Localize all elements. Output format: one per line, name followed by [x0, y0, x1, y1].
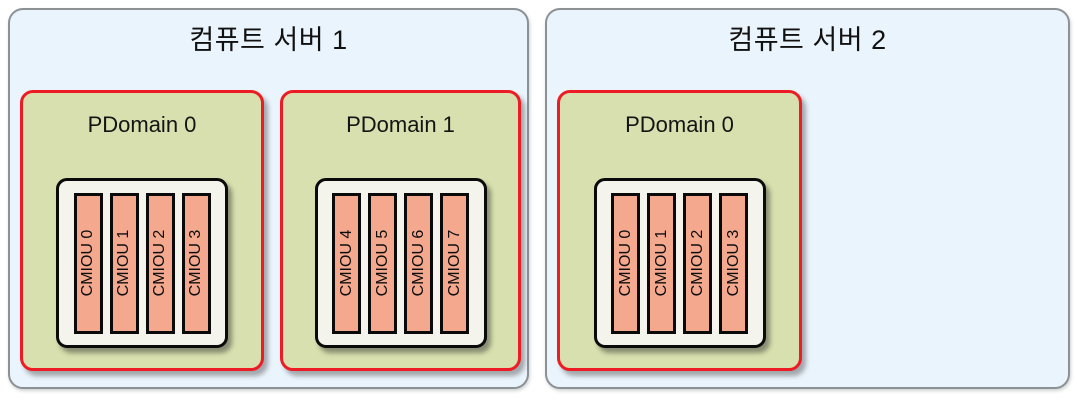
cmiou-label: CMIOU 1	[652, 229, 670, 297]
cmiou-module: CMIOU 1	[647, 192, 676, 334]
pdomain-server1-0: PDomain 0 CMIOU 0 CMIOU 1 CMIOU 2 CMIOU …	[20, 90, 264, 371]
pdomain-server1-0-title: PDomain 0	[87, 112, 197, 137]
cmiou-module: CMIOU 7	[440, 192, 469, 334]
cmiou-module: CMIOU 4	[332, 192, 361, 334]
compute-server-1-title: 컴퓨트 서버 1	[189, 25, 348, 55]
cmiou-chassis-server1-pdomain0: CMIOU 0 CMIOU 1 CMIOU 2 CMIOU 3	[56, 178, 228, 348]
pdomain-server1-1-title: PDomain 1	[346, 112, 455, 137]
cmiou-module: CMIOU 2	[145, 192, 175, 334]
pdomain-server2-0-title: PDomain 0	[625, 112, 734, 137]
cmiou-label: CMIOU 1	[115, 229, 132, 297]
cmiou-module: CMIOU 6	[404, 192, 433, 334]
cmiou-label: CMIOU 0	[79, 229, 96, 297]
cmiou-module: CMIOU 0	[73, 192, 103, 334]
cmiou-module: CMIOU 3	[719, 192, 748, 334]
cmiou-chassis-server1-pdomain1: CMIOU 4 CMIOU 5 CMIOU 6 CMIOU 7	[314, 178, 487, 348]
compute-server-panel-1: 컴퓨트 서버 1 PDomain 0 CMIOU 0 CMIOU 1 CMIOU…	[8, 8, 529, 389]
cmiou-label: CMIOU 3	[724, 229, 742, 297]
cmiou-label: CMIOU 0	[616, 229, 634, 297]
cmiou-label: CMIOU 7	[445, 229, 463, 297]
cmiou-label: CMIOU 3	[187, 229, 204, 297]
cmiou-module: CMIOU 5	[368, 192, 397, 334]
cmiou-module: CMIOU 1	[109, 192, 139, 334]
cmiou-chassis-server2-pdomain0: CMIOU 0 CMIOU 1 CMIOU 2 CMIOU 3	[593, 178, 766, 348]
pdomain-server2-0: PDomain 0 CMIOU 0 CMIOU 1 CMIOU 2 CMIOU …	[557, 90, 802, 371]
cmiou-label: CMIOU 4	[337, 229, 355, 297]
cmiou-module: CMIOU 3	[181, 192, 211, 334]
cmiou-label: CMIOU 6	[409, 229, 427, 297]
cmiou-label: CMIOU 2	[688, 229, 706, 297]
cmiou-label: CMIOU 5	[373, 229, 391, 297]
pdomain-server1-1: PDomain 1 CMIOU 4 CMIOU 5 CMIOU 6 CMIOU …	[280, 90, 521, 371]
compute-server-2-title: 컴퓨트 서버 2	[728, 25, 887, 55]
cmiou-module: CMIOU 2	[683, 192, 712, 334]
cmiou-label: CMIOU 2	[151, 229, 168, 297]
cmiou-module: CMIOU 0	[611, 192, 640, 334]
compute-server-panel-2: 컴퓨트 서버 2 PDomain 0 CMIOU 0 CMIOU 1 CMIOU…	[545, 8, 1070, 389]
